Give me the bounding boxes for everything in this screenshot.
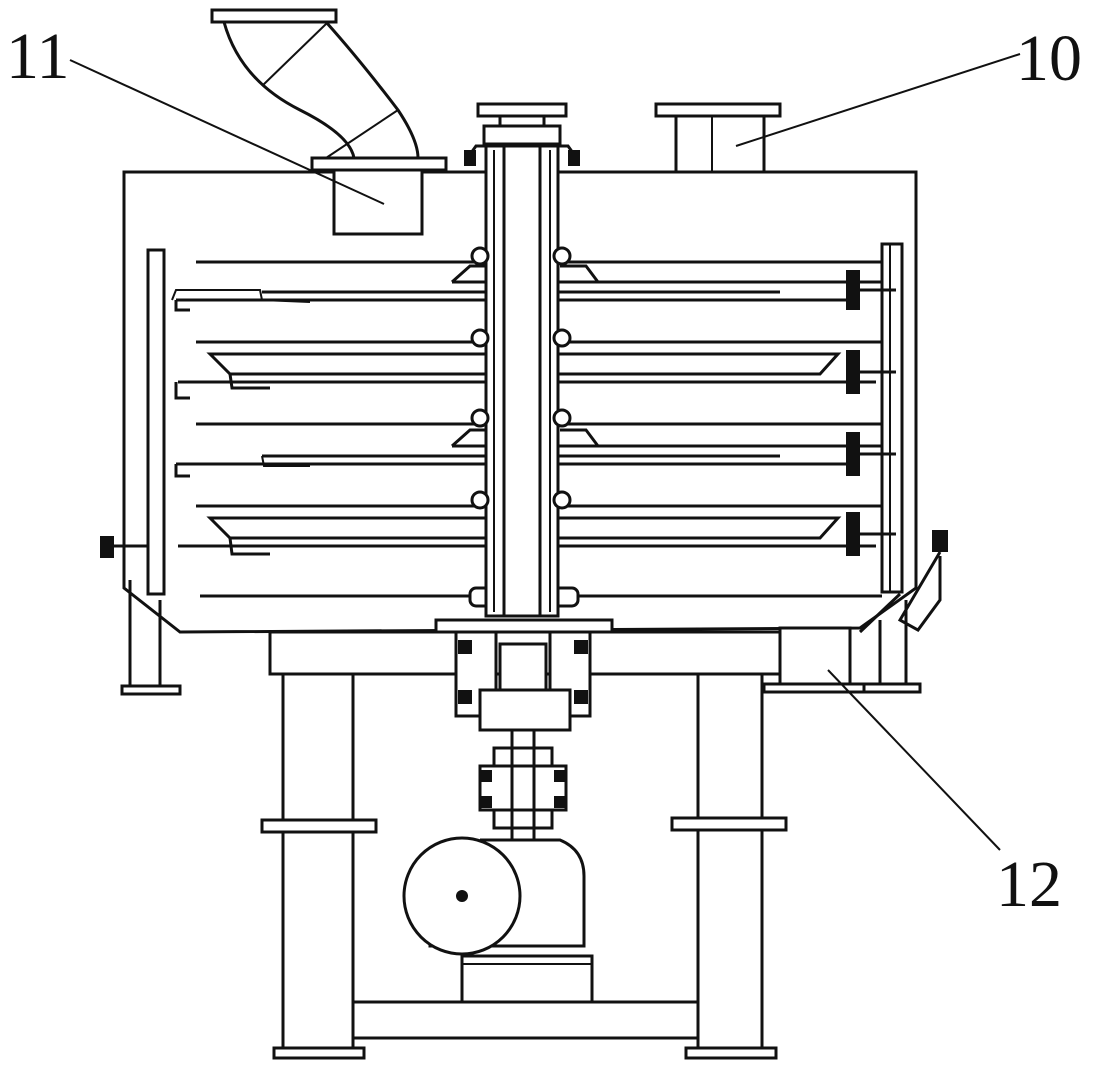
shaft-top-housing — [476, 102, 568, 118]
motor-base — [460, 954, 594, 1004]
leader-10 — [735, 53, 1021, 147]
left-side-fitting — [100, 536, 148, 558]
left-heating-manifold — [146, 248, 166, 596]
left-leg — [281, 672, 355, 1052]
dryer-vessel — [122, 170, 918, 634]
right-leg — [696, 672, 764, 1052]
vapor-outlet-nozzle — [654, 102, 782, 174]
left-foot-plate — [272, 1046, 366, 1060]
vessel-shell — [122, 170, 918, 634]
steam-inlet-valves — [846, 270, 948, 634]
shaft-inner-tube — [502, 144, 542, 618]
feed-inlet-nozzle — [210, 8, 448, 236]
discharge-nozzle — [762, 626, 866, 694]
left-leg-flange — [260, 818, 378, 834]
right-leg-flange — [670, 816, 788, 832]
right-heating-manifold — [880, 242, 904, 594]
callout-11: 11 — [6, 20, 70, 93]
right-foot-plate — [684, 1046, 778, 1060]
gearbox-body — [428, 838, 586, 948]
leader-11 — [69, 59, 385, 205]
bottom-crossbeam — [351, 1000, 700, 1040]
leader-lines — [69, 53, 1021, 851]
leader-12 — [827, 669, 1001, 851]
callout-12: 12 — [996, 848, 1062, 921]
central-shaft — [464, 102, 580, 618]
callout-10: 10 — [1016, 22, 1082, 95]
drive-assembly — [402, 618, 614, 1004]
